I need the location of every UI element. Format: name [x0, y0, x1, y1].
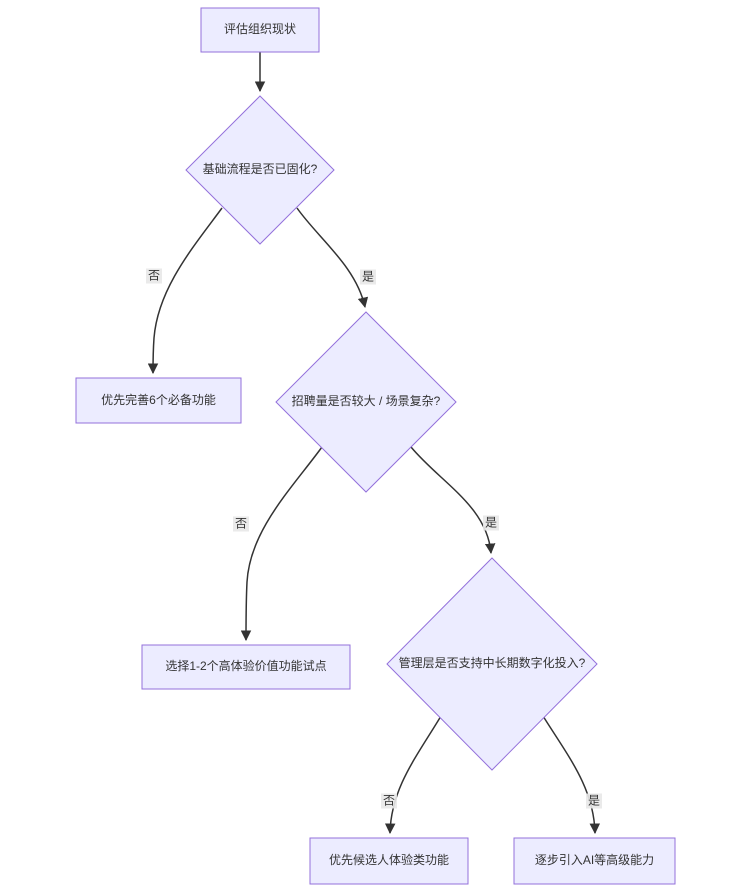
edge-q1-to-q2: [296, 207, 369, 309]
edge-label-q1-yes: 是: [359, 269, 377, 285]
node-start-shape: [200, 7, 320, 53]
edge-q2-to-pilot: [240, 446, 323, 642]
node-ai-shape: [513, 837, 676, 885]
node-q2-label: 招聘量是否较大 / 场景复杂?: [291, 394, 441, 409]
edge-label-q1-no: 否: [145, 268, 163, 284]
edge-q3-to-candidate: [384, 715, 442, 835]
node-q3-shape: [386, 557, 598, 771]
edge-label-q3-yes: 是: [585, 793, 603, 809]
edge-q2-to-q3: [410, 446, 496, 555]
node-q1-shape: [185, 95, 335, 245]
edge-q3-to-ai: [542, 715, 601, 835]
edge-label-q2-no: 否: [232, 516, 250, 532]
edge-q1-to-basics: [147, 207, 223, 375]
node-pilot-shape: [141, 644, 351, 690]
node-candidate-shape: [309, 837, 469, 885]
node-q3-label: 管理层是否支持中长期数字化投入?: [398, 656, 586, 671]
node-start-label: 评估组织现状: [223, 22, 296, 37]
edge-label-q2-yes: 是: [482, 515, 500, 531]
node-basics-label: 优先完善6个必备功能: [101, 392, 216, 407]
node-pilot-label: 选择1-2个高体验价值功能试点: [165, 659, 327, 674]
node-ai-label: 逐步引入AI等高级能力: [534, 853, 655, 868]
edge-label-q3-no: 否: [380, 793, 398, 809]
node-q2-shape: [275, 311, 457, 493]
node-basics-shape: [75, 377, 242, 424]
node-candidate-label: 优先候选人体验类功能: [328, 853, 449, 868]
node-q1-label: 基础流程是否已固化?: [202, 162, 318, 177]
